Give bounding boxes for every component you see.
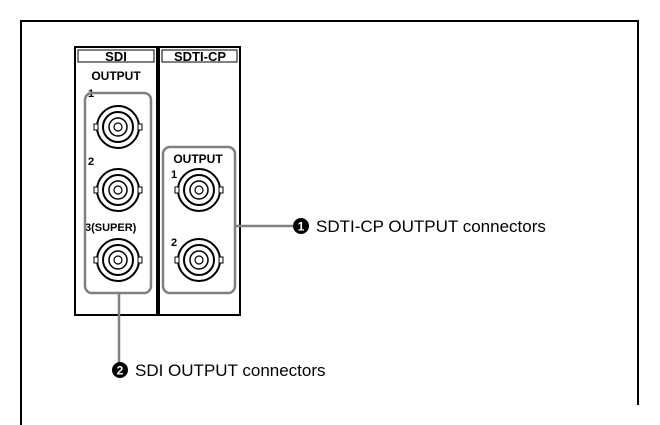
sdi-header: SDI (105, 49, 127, 64)
callout-2-number-badge (112, 362, 128, 378)
callout-1-number: 1 (298, 220, 305, 234)
frame-top-border (20, 20, 639, 22)
sdti-connector-2-label: 2 (171, 237, 177, 249)
bnc-connector-icon (93, 105, 143, 149)
sdi-connector-3-label: 3(SUPER) (85, 222, 137, 234)
callout-1-text: SDTI-CP OUTPUT connectors (316, 217, 546, 236)
frame-right-border (637, 20, 639, 405)
bnc-connector-icon (93, 238, 143, 282)
callout-2-number: 2 (117, 364, 124, 378)
sdti-connector-group-bracket (161, 145, 237, 295)
callout-1: 1 SDTI-CP OUTPUT connectors (293, 217, 546, 236)
bnc-connector-icon (93, 168, 143, 212)
callout-1-number-badge (293, 218, 309, 234)
sdti-output-label: OUTPUT (173, 152, 223, 166)
sdti-connector-1-label: 1 (171, 169, 177, 181)
sdi-output-label: OUTPUT (91, 69, 141, 83)
frame-left-border (20, 20, 22, 425)
callout-2: 2 SDI OUTPUT connectors (112, 361, 326, 380)
bnc-connector-icon (174, 168, 224, 212)
bnc-connector-icon (174, 238, 224, 282)
sdti-header: SDTI-CP (174, 49, 226, 64)
sdi-connector-2-label: 2 (88, 156, 94, 168)
callout-2-text: SDI OUTPUT connectors (135, 361, 326, 380)
